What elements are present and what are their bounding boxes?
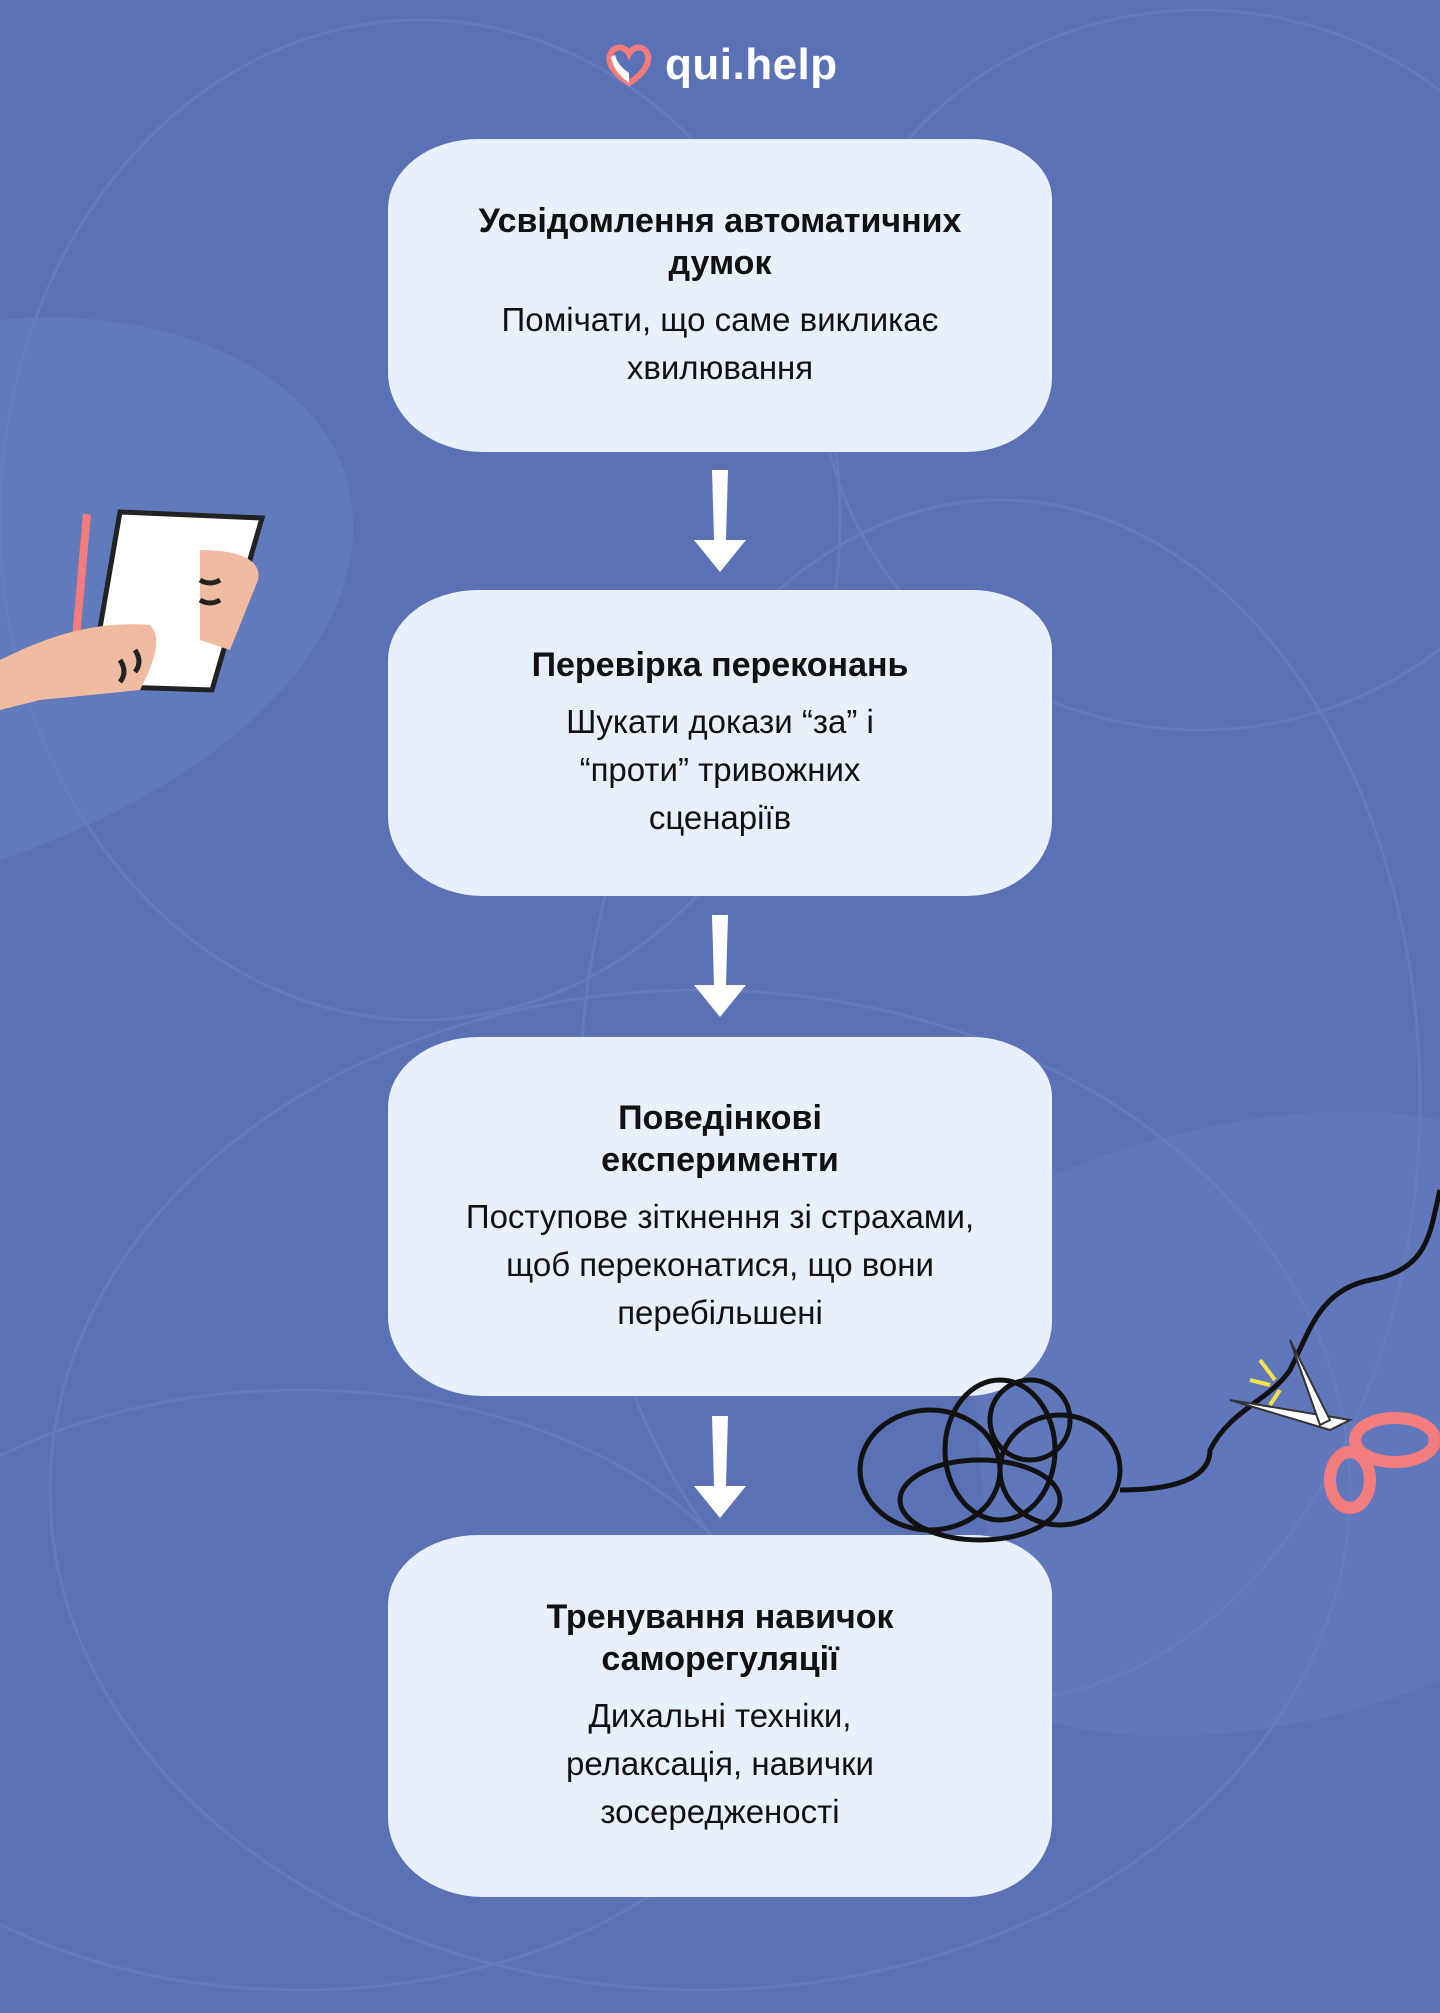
step-title: Перевірка переконань <box>531 646 909 684</box>
arrow-down-icon <box>694 470 746 572</box>
step-card-3: Поведінкові експерименти Поступове зіткн… <box>388 1037 1052 1396</box>
arrow-down-icon <box>694 915 746 1017</box>
step-card-4: Тренування навичок саморегуляції Дихальн… <box>388 1535 1052 1897</box>
hand-notebook-illustration <box>0 509 266 710</box>
arrow-down-icon <box>694 1416 746 1518</box>
step-body: Поступове зіткнення зі страхами, щоб пер… <box>465 1197 975 1331</box>
step-title: Усвідомлення автоматичних думок <box>478 201 962 282</box>
step-body: Дихальні техніки, релаксація, навички зо… <box>566 1697 874 1830</box>
brand-name: qui.help <box>665 40 838 89</box>
step-title: Поведінкові експерименти <box>601 1098 839 1179</box>
step-card-2: Перевірка переконань Шукати докази “за” … <box>388 590 1052 896</box>
step-body: Шукати докази “за” і “проти” тривожних с… <box>566 703 874 836</box>
step-card-1: Усвідомлення автоматичних думок Помічати… <box>388 139 1052 452</box>
step-body: Помічати, що саме викликає хвилювання <box>501 300 939 386</box>
tangled-thread-scissors-illustration <box>857 1189 1440 1543</box>
heart-hand-icon <box>606 44 652 87</box>
brand-logo[interactable]: qui.help <box>605 40 838 90</box>
step-title: Тренування навичок саморегуляції <box>546 1598 894 1678</box>
